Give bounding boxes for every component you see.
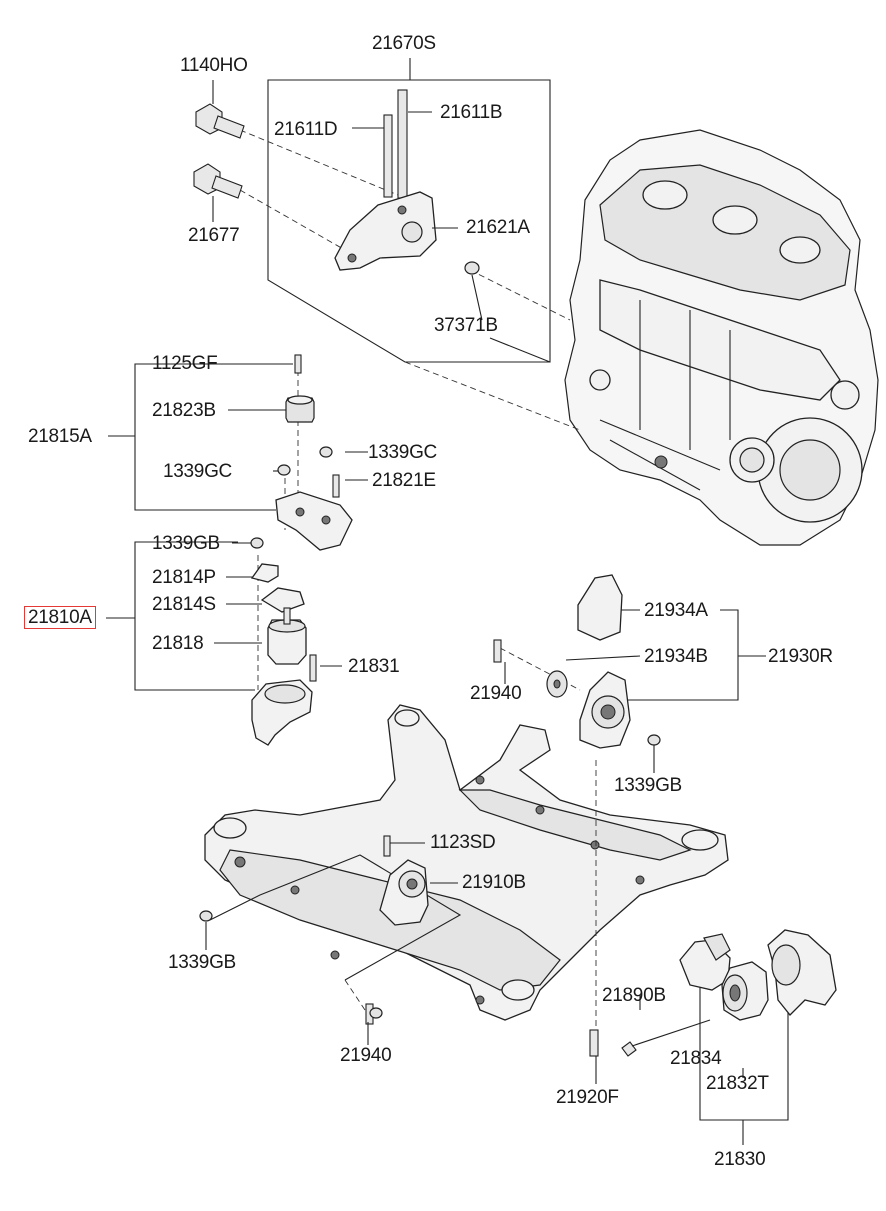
nut-1339GC (277, 446, 333, 476)
label-21940-upper: 21940 (470, 683, 522, 704)
label-21910B: 21910B (462, 872, 526, 893)
label-21930R: 21930R (768, 646, 833, 667)
nut-1339GB-left (199, 910, 213, 922)
stud-21611D (383, 114, 393, 198)
bolt-21940-upper (493, 639, 502, 663)
mount-21910B-frame (205, 842, 462, 1011)
label-1339GB-left: 1339GB (168, 952, 236, 973)
bolt-21831 (309, 654, 317, 682)
bolt-21920F (589, 1029, 599, 1057)
cover-21934A (577, 574, 623, 641)
bolt-21940-lower (365, 1003, 383, 1025)
bushing-21823B (285, 395, 315, 423)
mount-21930R (579, 671, 631, 749)
bracket-21621A (334, 191, 437, 271)
bolt-21677 (193, 163, 243, 199)
nut-37371B (464, 261, 480, 275)
label-21670S: 21670S (372, 33, 436, 54)
label-21934B: 21934B (644, 646, 708, 667)
label-21821E: 21821E (372, 470, 436, 491)
nut-1339GB-right (647, 734, 661, 746)
label-21814S: 21814S (152, 594, 216, 615)
label-21677: 21677 (188, 225, 240, 246)
bushing-21832T (721, 961, 769, 1021)
bracket-21814P (250, 563, 279, 583)
bolt-21821E (332, 474, 340, 498)
label-21832T: 21832T (706, 1073, 769, 1094)
label-21920F: 21920F (556, 1087, 619, 1108)
label-1125GF: 1125GF (152, 353, 218, 374)
mount-21810A-frame (106, 541, 342, 691)
bolt-1123SD (383, 835, 391, 857)
stud-21611B (397, 89, 408, 199)
bracket-21810A (251, 679, 313, 746)
label-21814P: 21814P (152, 567, 216, 588)
label-21815A: 21815A (28, 426, 92, 447)
leader-lines (212, 80, 506, 1045)
label-21830: 21830 (714, 1149, 766, 1170)
label-1123SD: 1123SD (430, 832, 496, 853)
label-37371B: 37371B (434, 315, 498, 336)
label-21611D: 21611D (274, 119, 338, 140)
bracket-21834 (679, 933, 731, 991)
mount-21910B (379, 859, 429, 926)
nut-1339GB (250, 537, 264, 549)
washer-21934B (546, 670, 568, 698)
label-21934A: 21934A (644, 600, 708, 621)
label-21890B: 21890B (602, 985, 666, 1006)
label-21810A-highlighted: 21810A (24, 606, 96, 629)
label-1339GB-right: 1339GB (614, 775, 682, 796)
mount-21930R-frame (499, 609, 766, 1030)
insulator-21818 (267, 607, 307, 665)
label-21834: 21834 (670, 1048, 722, 1069)
engine-block (564, 129, 879, 546)
label-21831: 21831 (348, 656, 400, 677)
bolt-1140HO (195, 103, 245, 139)
label-21611B: 21611B (440, 102, 503, 123)
label-1339GC-right: 1339GC (368, 442, 437, 463)
label-21621A: 21621A (466, 217, 530, 238)
label-21940-lower: 21940 (340, 1045, 392, 1066)
label-21818: 21818 (152, 633, 204, 654)
label-1339GB-upper: 1339GB (152, 533, 220, 554)
bracket-21815A (275, 491, 353, 551)
bolt-21890B (621, 1019, 711, 1057)
label-1140HO: 1140HO (180, 55, 248, 76)
bracket-21830 (767, 929, 837, 1016)
bolt-1125GF (294, 354, 302, 374)
label-1339GC-left: 1339GC (163, 461, 232, 482)
sub-frame-crossmember (204, 704, 729, 1021)
plate-21814S (260, 587, 305, 613)
bracket-21670S-frame (239, 58, 581, 431)
label-21823B: 21823B (152, 400, 216, 421)
